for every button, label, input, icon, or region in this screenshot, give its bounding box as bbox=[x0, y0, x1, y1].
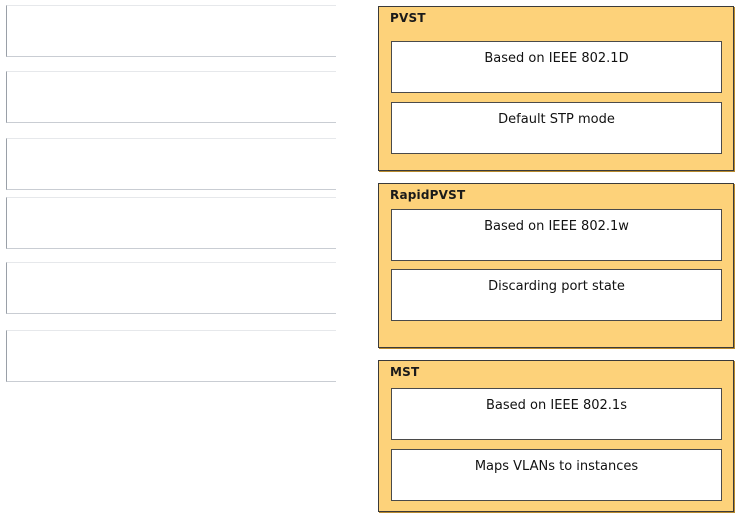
drop-slot[interactable]: Default STP mode bbox=[391, 102, 722, 154]
source-slot[interactable] bbox=[6, 262, 336, 314]
drop-slot-label: Maps VLANs to instances bbox=[474, 459, 639, 474]
drop-slot[interactable]: Based on IEEE 802.1s bbox=[391, 388, 722, 440]
drop-slot-label: Discarding port state bbox=[488, 279, 625, 294]
drop-slot-label: Default STP mode bbox=[498, 112, 615, 127]
drop-slot[interactable]: Discarding port state bbox=[391, 269, 722, 321]
category-title: MST bbox=[390, 365, 420, 379]
category-mst: MST Based on IEEE 802.1s Maps VLANs to i… bbox=[378, 360, 734, 512]
source-slot[interactable] bbox=[6, 71, 336, 123]
drop-slot-label: Based on IEEE 802.1s bbox=[486, 398, 627, 413]
category-pvst: PVST Based on IEEE 802.1D Default STP mo… bbox=[378, 6, 734, 171]
source-slot[interactable] bbox=[6, 330, 336, 382]
drop-slot[interactable]: Based on IEEE 802.1D bbox=[391, 41, 722, 93]
drop-slot-label: Based on IEEE 802.1w bbox=[484, 219, 629, 234]
drop-slot[interactable]: Based on IEEE 802.1w bbox=[391, 209, 722, 261]
drop-slot-label: Based on IEEE 802.1D bbox=[484, 51, 629, 66]
source-slot[interactable] bbox=[6, 197, 336, 249]
source-slot[interactable] bbox=[6, 5, 336, 57]
drop-slot[interactable]: Maps VLANs to instances bbox=[391, 449, 722, 501]
source-slot[interactable] bbox=[6, 138, 336, 190]
category-rapidpvst: RapidPVST Based on IEEE 802.1w Discardin… bbox=[378, 183, 734, 348]
category-title: PVST bbox=[390, 11, 426, 25]
category-title: RapidPVST bbox=[390, 188, 466, 202]
